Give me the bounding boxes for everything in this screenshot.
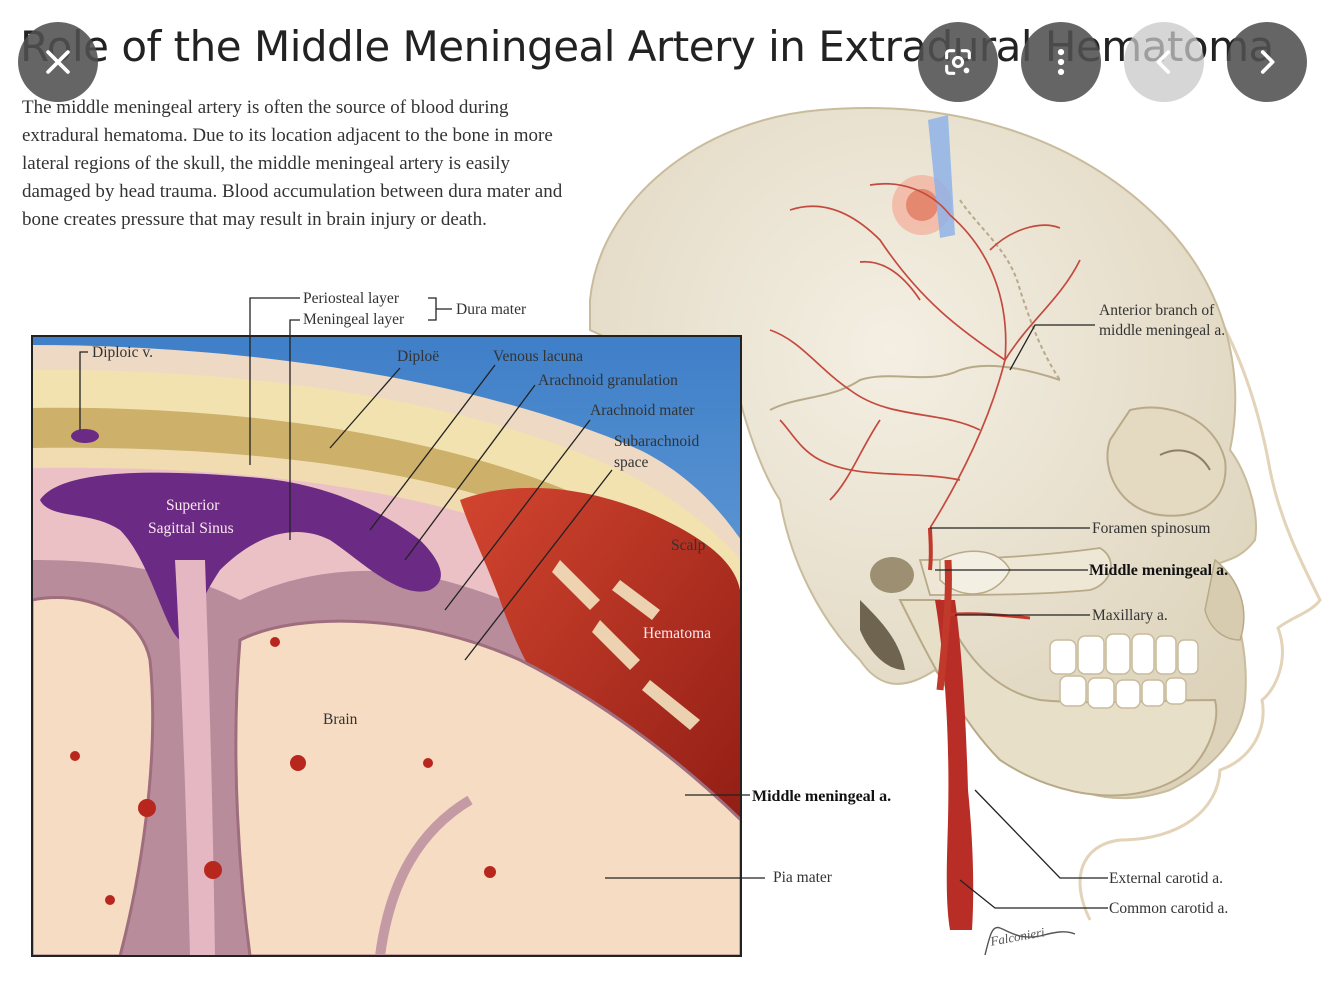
label-superior: Superior bbox=[166, 497, 220, 514]
close-button[interactable] bbox=[18, 22, 98, 102]
label-middle-meningeal-skull: Middle meningeal a. bbox=[1089, 562, 1229, 579]
label-subarachnoid-2: space bbox=[614, 454, 649, 471]
face-outline bbox=[1078, 188, 1322, 921]
label-periosteal-layer: Periosteal layer bbox=[303, 290, 399, 307]
label-foramen-spinosum: Foramen spinosum bbox=[1092, 520, 1211, 537]
sagittal-sinus bbox=[40, 472, 441, 640]
label-subarachnoid-1: Subarachnoid bbox=[614, 433, 700, 450]
maxillary-vessel bbox=[944, 612, 1031, 620]
label-hematoma: Hematoma bbox=[643, 625, 712, 642]
nasal-cavity bbox=[1204, 558, 1245, 641]
label-middle-meningeal-inset: Middle meningeal a. bbox=[752, 788, 892, 805]
lens-search-icon bbox=[945, 49, 971, 75]
next-button[interactable] bbox=[1227, 22, 1307, 102]
brain-left bbox=[32, 596, 155, 956]
diploic-vein bbox=[71, 429, 99, 443]
close-icon bbox=[46, 50, 70, 74]
signature-mark bbox=[984, 926, 1076, 956]
label-external-carotid: External carotid a. bbox=[1109, 870, 1224, 887]
label-diploic-v: Diploic v. bbox=[92, 344, 153, 361]
sulcus bbox=[375, 795, 473, 956]
cross-section-inset bbox=[32, 336, 741, 956]
mandible bbox=[898, 599, 1218, 797]
intro-paragraph: The middle meningeal artery is often the… bbox=[22, 97, 563, 230]
label-arachnoid-granulation: Arachnoid granulation bbox=[538, 372, 678, 389]
label-sagittal-sinus: Sagittal Sinus bbox=[148, 520, 234, 537]
leader-lines bbox=[79, 297, 1108, 909]
label-dura-mater: Dura mater bbox=[456, 301, 527, 318]
label-meningeal-layer: Meningeal layer bbox=[303, 311, 405, 328]
meningeal-artery-branches bbox=[769, 182, 1081, 529]
middle-meningeal-stem bbox=[928, 527, 933, 571]
coronal-suture bbox=[769, 364, 1061, 411]
chevron-left-icon bbox=[1156, 50, 1171, 74]
sagittal-suture bbox=[959, 199, 1061, 381]
lens-search-button[interactable] bbox=[918, 22, 998, 102]
previous-button[interactable] bbox=[1124, 22, 1204, 102]
label-pia-mater: Pia mater bbox=[773, 869, 832, 886]
auditory-opening bbox=[870, 557, 914, 593]
chevron-right-icon bbox=[1260, 50, 1275, 74]
label-maxillary: Maxillary a. bbox=[1092, 607, 1168, 624]
external-carotid-vessel bbox=[936, 559, 952, 691]
section-plane bbox=[928, 115, 955, 238]
label-anterior-branch-1: Anterior branch of bbox=[1099, 302, 1215, 319]
common-carotid-vessel bbox=[935, 600, 974, 930]
brain-right bbox=[234, 619, 741, 956]
falx bbox=[175, 560, 215, 956]
label-venous-lacuna: Venous lacuna bbox=[493, 348, 583, 365]
label-anterior-branch-2: middle meningeal a. bbox=[1099, 322, 1226, 339]
skull-illustration bbox=[589, 107, 1322, 930]
orbit bbox=[1106, 406, 1227, 517]
label-arachnoid-mater: Arachnoid mater bbox=[590, 402, 695, 419]
label-common-carotid: Common carotid a. bbox=[1109, 900, 1229, 917]
label-brain: Brain bbox=[323, 711, 358, 728]
label-diploe: Diploë bbox=[397, 348, 440, 365]
more-options-button[interactable] bbox=[1021, 22, 1101, 102]
teeth bbox=[1049, 633, 1199, 709]
label-scalp: Scalp bbox=[671, 537, 706, 554]
more-vertical-icon bbox=[1057, 48, 1065, 76]
